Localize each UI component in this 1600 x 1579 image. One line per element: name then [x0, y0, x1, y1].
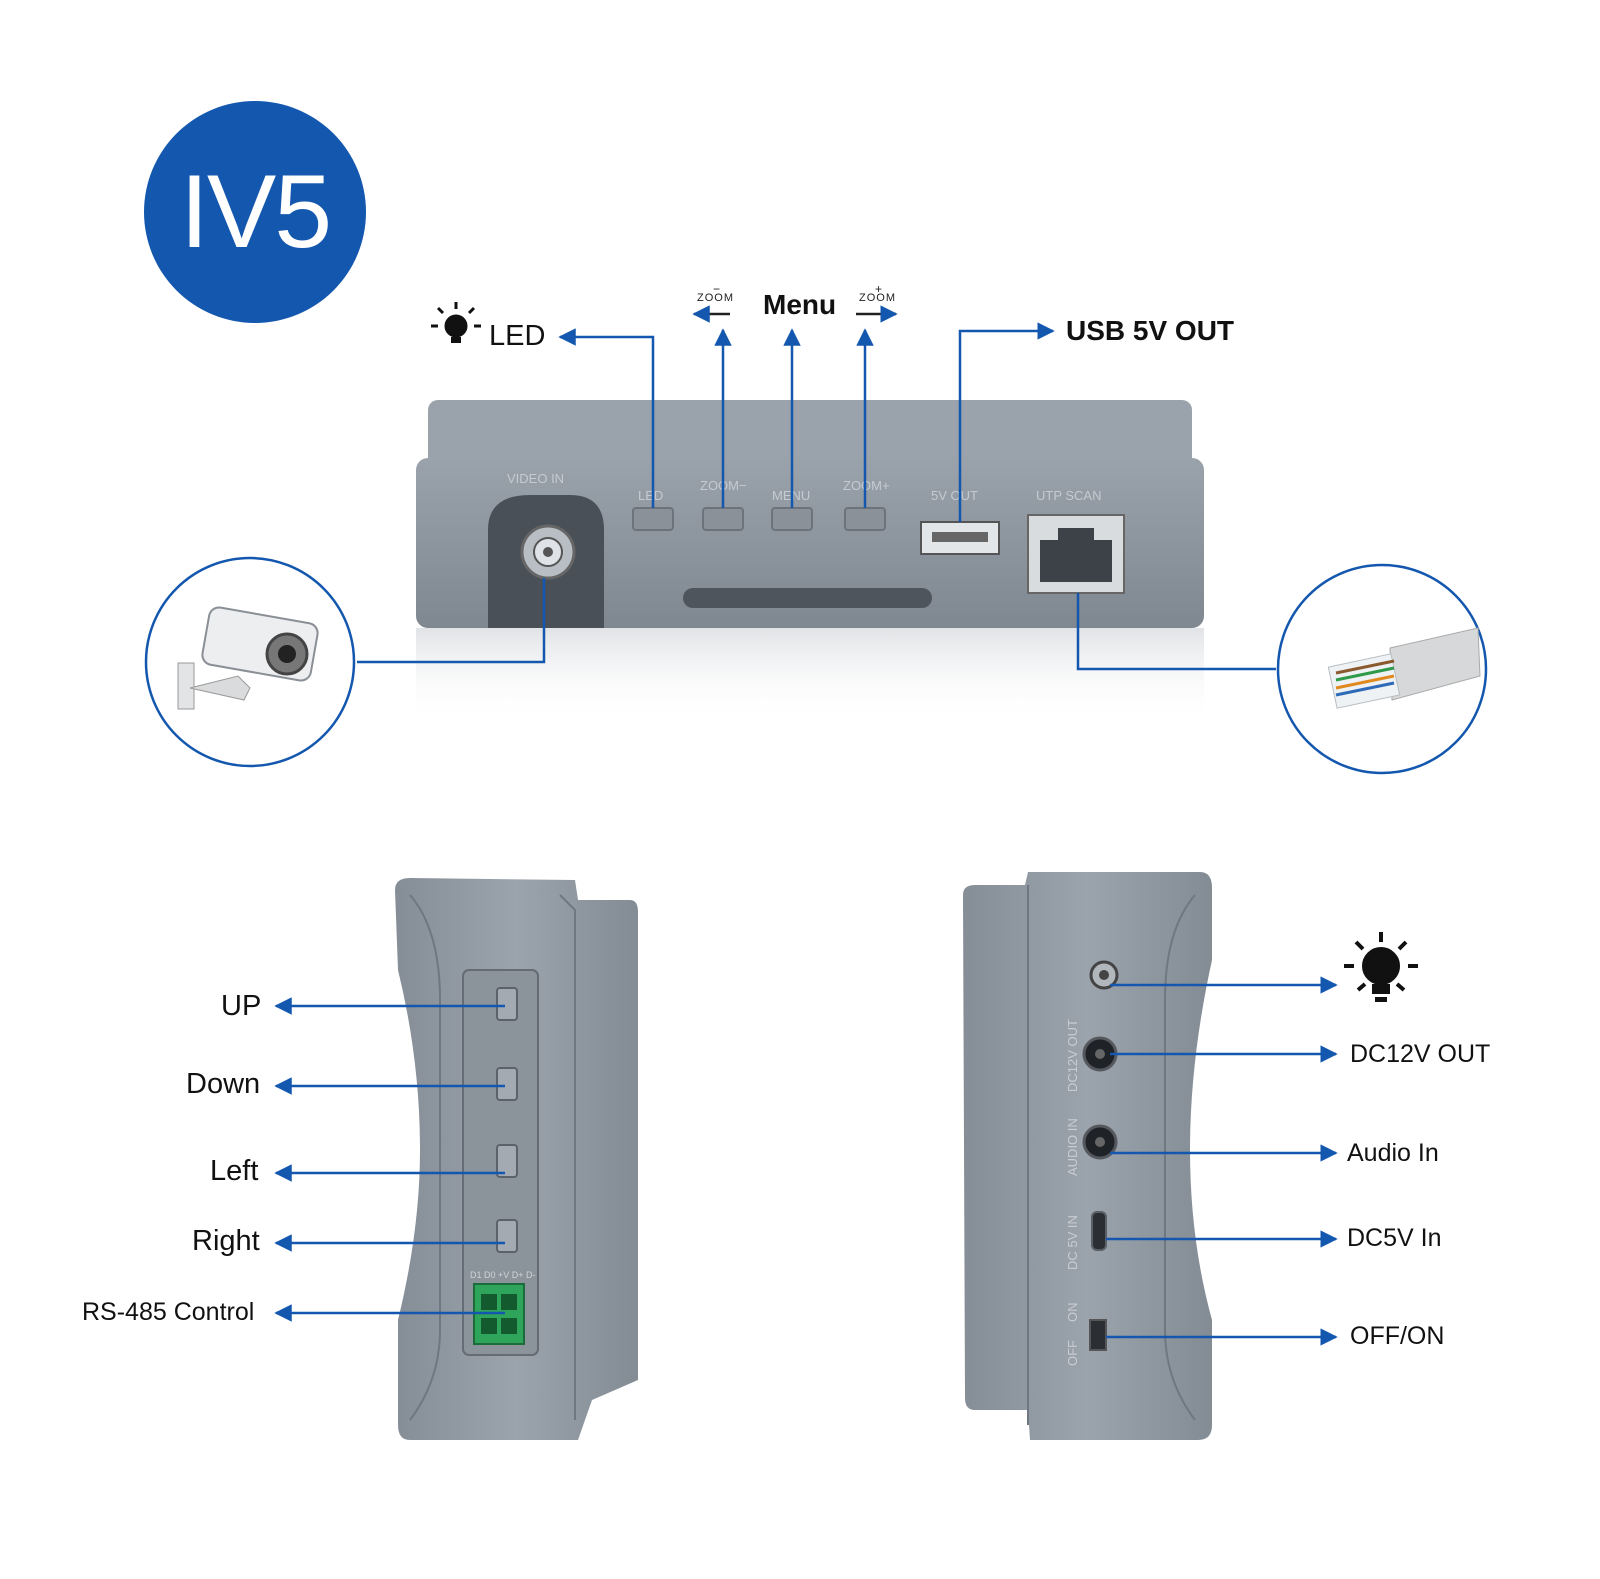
- lightbulb-icon: [1344, 932, 1418, 1002]
- zoom-minus-sign: −: [712, 282, 722, 296]
- menu-button: [771, 507, 813, 531]
- top-callouts: [357, 322, 1276, 671]
- right-device: [963, 872, 1212, 1440]
- label-dc5v-in: DC5V In: [1347, 1224, 1442, 1252]
- left-button: [496, 1144, 518, 1178]
- zoom-minus-text: ZOOM: [697, 292, 734, 304]
- label-rs485: RS-485 Control: [82, 1298, 255, 1326]
- label-zoom-plus: + ZOOM: [859, 282, 899, 304]
- device-front-face: [416, 458, 1204, 628]
- down-button: [496, 1067, 518, 1101]
- print-audio-in: AUDIO IN: [1065, 1118, 1080, 1176]
- label-led: LED: [489, 320, 546, 352]
- led-button: [632, 507, 674, 531]
- lightbulb-icon: [431, 302, 481, 343]
- print-on: ON: [1065, 1303, 1080, 1323]
- callout-led: [558, 328, 655, 508]
- print-5v-out: 5V OUT: [931, 488, 978, 503]
- print-utp-scan: UTP SCAN: [1036, 488, 1102, 503]
- print-dc5v-in: DC 5V IN: [1065, 1215, 1080, 1270]
- label-zoom-minus: − ZOOM: [697, 282, 737, 304]
- label-left: Left: [210, 1155, 259, 1187]
- terminal-print: D1 D0 +V D+ D-: [470, 1270, 536, 1280]
- print-off: OFF: [1065, 1340, 1080, 1366]
- label-up: UP: [221, 990, 262, 1022]
- print-led: LED: [638, 488, 663, 503]
- label-right: Right: [192, 1225, 260, 1257]
- zoom-minus-button: [702, 507, 744, 531]
- zoom-plus-button: [844, 507, 886, 531]
- label-off-on: OFF/ON: [1350, 1322, 1445, 1350]
- security-camera-icon: [177, 606, 319, 710]
- top-device: [416, 400, 1204, 723]
- right-callouts: [1106, 976, 1338, 1346]
- right-panel-print: DC12V OUT AUDIO IN DC 5V IN ON OFF: [1065, 1019, 1080, 1366]
- right-device-body: [963, 872, 1212, 1440]
- label-down: Down: [186, 1068, 261, 1100]
- model-badge: IV5: [144, 101, 366, 323]
- callout-utp: [1076, 593, 1276, 671]
- dc5v-in-port: [1091, 1211, 1107, 1251]
- label-menu: Menu: [763, 289, 837, 320]
- label-audio-in: Audio In: [1347, 1139, 1439, 1167]
- card-slot: [683, 588, 932, 608]
- right-button: [496, 1219, 518, 1253]
- up-button: [496, 987, 518, 1021]
- device-reflection: [416, 628, 1204, 723]
- callout-usb: [958, 322, 1055, 522]
- print-video-in: VIDEO IN: [507, 471, 564, 486]
- left-callouts: [274, 997, 505, 1322]
- left-device: D1 D0 +V D+ D-: [395, 878, 638, 1440]
- callout-video-in: [357, 578, 546, 664]
- model-badge-text: IV5: [179, 153, 332, 270]
- device-top-lid: [428, 400, 1192, 470]
- print-zoom-plus: ZOOM+: [843, 478, 890, 493]
- print-dc12v: DC12V OUT: [1065, 1019, 1080, 1092]
- zoom-plus-sign: +: [874, 282, 884, 296]
- zoom-plus-text: ZOOM: [859, 292, 896, 304]
- label-dc12v-out: DC12V OUT: [1350, 1040, 1491, 1068]
- label-usb-5v-out: USB 5V OUT: [1066, 315, 1235, 346]
- power-switch: [1089, 1319, 1107, 1351]
- rj45-cable-icon: [1327, 627, 1481, 709]
